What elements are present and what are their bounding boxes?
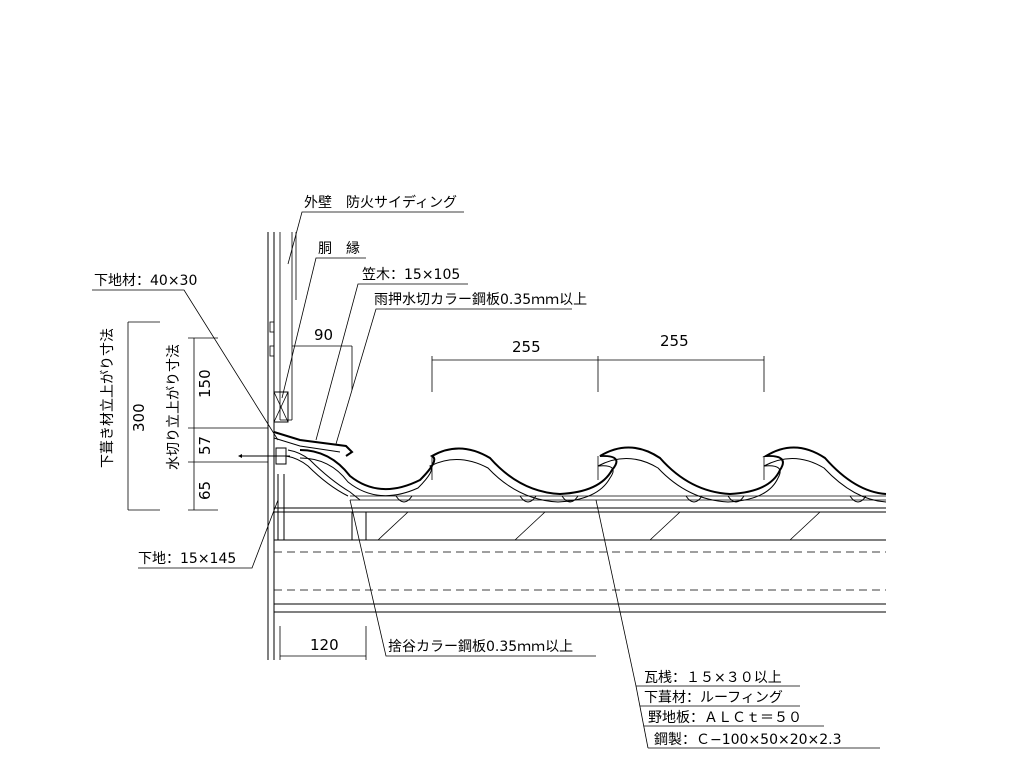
label-kawarasan: 瓦桟：１５×３０以上 [644,670,782,686]
dim-255-left: 255 [512,338,541,356]
label-shitaji: 下地：15×145 [138,551,236,567]
label-nojiita: 野地板：ＡＬＣｔ＝５０ [648,710,802,726]
leader-lines [92,211,880,749]
wall-structure [267,232,297,660]
label-amaosae: 雨押水切カラー鋼板0.35ｍｍ以上 [374,292,587,308]
label-mizukiri-rise: 水切り立上がり寸法 [166,344,182,470]
dim-255-right: 255 [660,332,689,350]
label-shitaji-zai: 下地材：40×30 [94,273,197,289]
dim-90: 90 [314,326,333,344]
label-kasagi: 笠木：15×105 [362,267,460,283]
dimension-lines [127,321,765,660]
roof-layers [274,474,886,613]
dim-300: 300 [130,403,148,432]
label-kousei: 鋼製：Ｃ−100×50×20×2.3 [654,732,842,748]
roof-tiles [299,446,887,503]
dim-120: 120 [310,636,339,654]
flashing [238,431,361,501]
label-outer-wall: 外壁 防火サイディング [304,194,457,211]
dim-150: 150 [196,369,214,398]
dim-65: 65 [196,481,214,500]
label-dobuchi: 胴 縁 [318,241,360,257]
label-sutedani: 捨谷カラー鋼板0.35ｍｍ以上 [388,638,573,655]
dim-57: 57 [196,436,214,455]
label-shitabuki: 下葺材：ルーフィング [644,690,783,706]
label-shitabuki-rise: 下葺き材立上がり寸法 [100,328,116,468]
